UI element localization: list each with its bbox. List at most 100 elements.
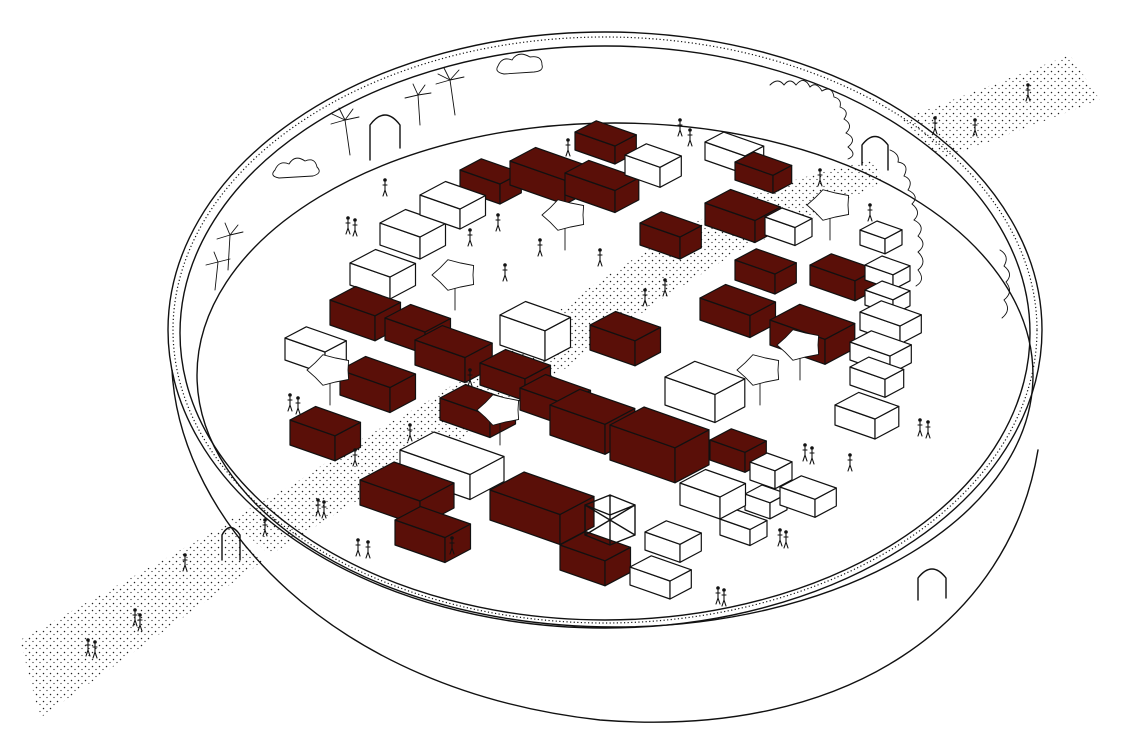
building-roof: [289, 405, 362, 437]
person-icon: [355, 538, 361, 557]
person-icon: [925, 420, 931, 439]
building-roof: [639, 211, 702, 238]
person-head: [183, 553, 187, 557]
person-head: [138, 613, 142, 617]
person-head: [778, 528, 782, 532]
person-icon: [352, 218, 358, 237]
person-icon: [783, 530, 789, 549]
building-roof: [764, 207, 813, 229]
occupied-building: [289, 405, 362, 462]
building-roof: [549, 388, 636, 425]
palm-tree-icon: [216, 222, 244, 271]
tree-crown: [736, 354, 780, 386]
person-icon: [467, 368, 473, 387]
occupied-building: [339, 355, 417, 414]
building-roof: [609, 406, 710, 449]
person-body: [355, 541, 361, 557]
people: [85, 83, 1031, 659]
person-head: [803, 443, 807, 447]
person-head: [366, 540, 370, 544]
occupied-building: [589, 310, 662, 367]
person-body: [662, 281, 668, 297]
person-head: [933, 116, 937, 120]
occupied-building: [734, 151, 793, 194]
person-body: [677, 121, 683, 137]
person-head: [538, 238, 542, 242]
person-body: [495, 216, 501, 232]
person-head: [496, 213, 500, 217]
person-head: [356, 538, 360, 542]
dotted-road: [20, 55, 1100, 718]
wall-inner-rim: [179, 45, 1031, 621]
occupied-building: [639, 211, 702, 260]
person-body: [92, 643, 98, 659]
person-icon: [565, 138, 571, 157]
building-roof: [859, 220, 903, 240]
building-roof: [699, 283, 777, 317]
palm-tree-icon: [205, 251, 231, 291]
person-body: [867, 206, 873, 222]
tree-icon: [806, 189, 850, 241]
tree-icon: [431, 259, 475, 311]
person-body: [467, 231, 473, 247]
wall-outer-rim: [167, 31, 1043, 629]
road-outside-ne: [900, 55, 1100, 160]
person-body: [382, 181, 388, 197]
building-roof: [779, 475, 837, 500]
person-head: [316, 498, 320, 502]
person-head: [716, 586, 720, 590]
tree-crown: [806, 189, 850, 221]
person-icon: [715, 586, 721, 605]
person-head: [810, 446, 814, 450]
person-head: [408, 423, 412, 427]
person-head: [848, 453, 852, 457]
person-body: [809, 449, 815, 465]
person-head: [1026, 83, 1030, 87]
person-body: [287, 396, 293, 412]
building-roof: [394, 505, 472, 539]
person-body: [182, 556, 188, 572]
person-body: [345, 219, 351, 235]
person-icon: [847, 453, 853, 472]
tree-crown: [476, 394, 520, 426]
empty-building: [834, 391, 900, 440]
person-body: [85, 641, 91, 657]
tree-icon: [776, 329, 820, 381]
empty-building: [419, 180, 487, 230]
person-body: [315, 501, 321, 517]
building-roof: [719, 509, 768, 531]
building-roof: [479, 348, 552, 380]
palm-tree-icon: [435, 67, 465, 116]
person-body: [1025, 86, 1031, 102]
building-roof: [384, 303, 452, 333]
person-icon: [182, 553, 188, 572]
person-body: [132, 611, 138, 627]
person-head: [93, 640, 97, 644]
person-icon: [932, 116, 938, 135]
person-icon: [407, 423, 413, 442]
building-roof: [284, 326, 347, 353]
empty-building: [679, 468, 747, 520]
building-roof: [734, 248, 797, 275]
person-head: [973, 118, 977, 122]
person-body: [687, 131, 693, 147]
empty-building: [859, 220, 903, 255]
empty-building: [764, 207, 813, 247]
person-body: [352, 451, 358, 467]
palm-tree-icon: [330, 107, 360, 156]
person-icon: [777, 528, 783, 547]
person-icon: [917, 418, 923, 437]
person-head: [918, 418, 922, 422]
person-icon: [597, 248, 603, 267]
person-body: [925, 423, 931, 439]
person-body: [972, 121, 978, 137]
building-roof: [679, 468, 747, 498]
person-icon: [132, 608, 138, 627]
occupied-building: [559, 530, 632, 587]
person-head: [598, 248, 602, 252]
empty-building: [499, 300, 572, 362]
person-head: [353, 448, 357, 452]
empty-building: [859, 300, 922, 345]
building-roof: [624, 143, 682, 168]
